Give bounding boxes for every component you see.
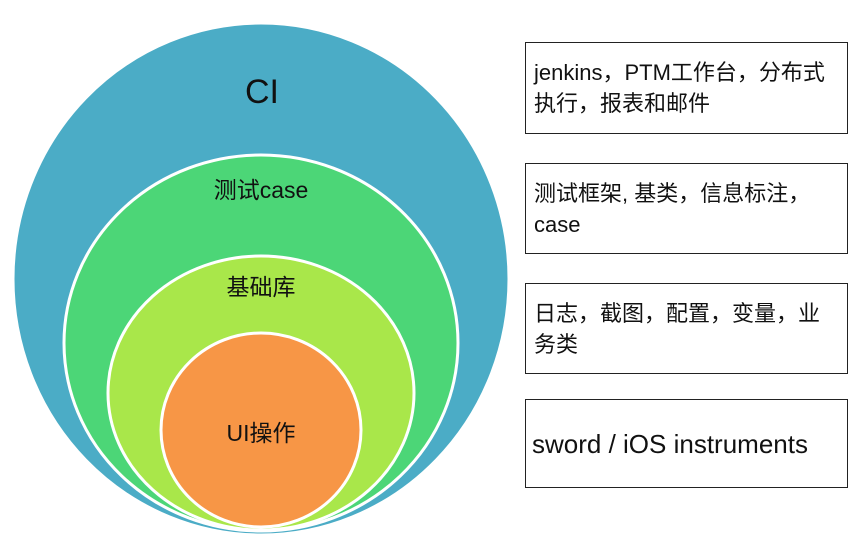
ui-operation-description-text: sword / iOS instruments xyxy=(532,428,808,459)
ui-operation-description-box: sword / iOS instruments xyxy=(525,399,848,488)
ci-description-text: jenkins，PTM工作台，分布式执行，报表和邮件 xyxy=(534,60,825,116)
test-case-description-text: 测试框架, 基类，信息标注，case xyxy=(534,180,811,237)
base-library-description-box: 日志，截图，配置，变量，业务类 xyxy=(525,283,848,374)
ci-layer-label: CI xyxy=(245,73,279,111)
ui-operation-layer-label: UI操作 xyxy=(227,420,296,446)
test-case-description-box: 测试框架, 基类，信息标注，case xyxy=(525,163,848,254)
ui-operation-layer-circle xyxy=(159,331,363,529)
nested-layer-diagram: CI 测试case 基础库 UI操作 xyxy=(11,21,511,534)
base-library-layer-label: 基础库 xyxy=(227,274,296,300)
ci-description-box: jenkins，PTM工作台，分布式执行，报表和邮件 xyxy=(525,42,848,134)
test-case-layer-label: 测试case xyxy=(214,177,309,203)
base-library-description-text: 日志，截图，配置，变量，业务类 xyxy=(534,300,821,357)
